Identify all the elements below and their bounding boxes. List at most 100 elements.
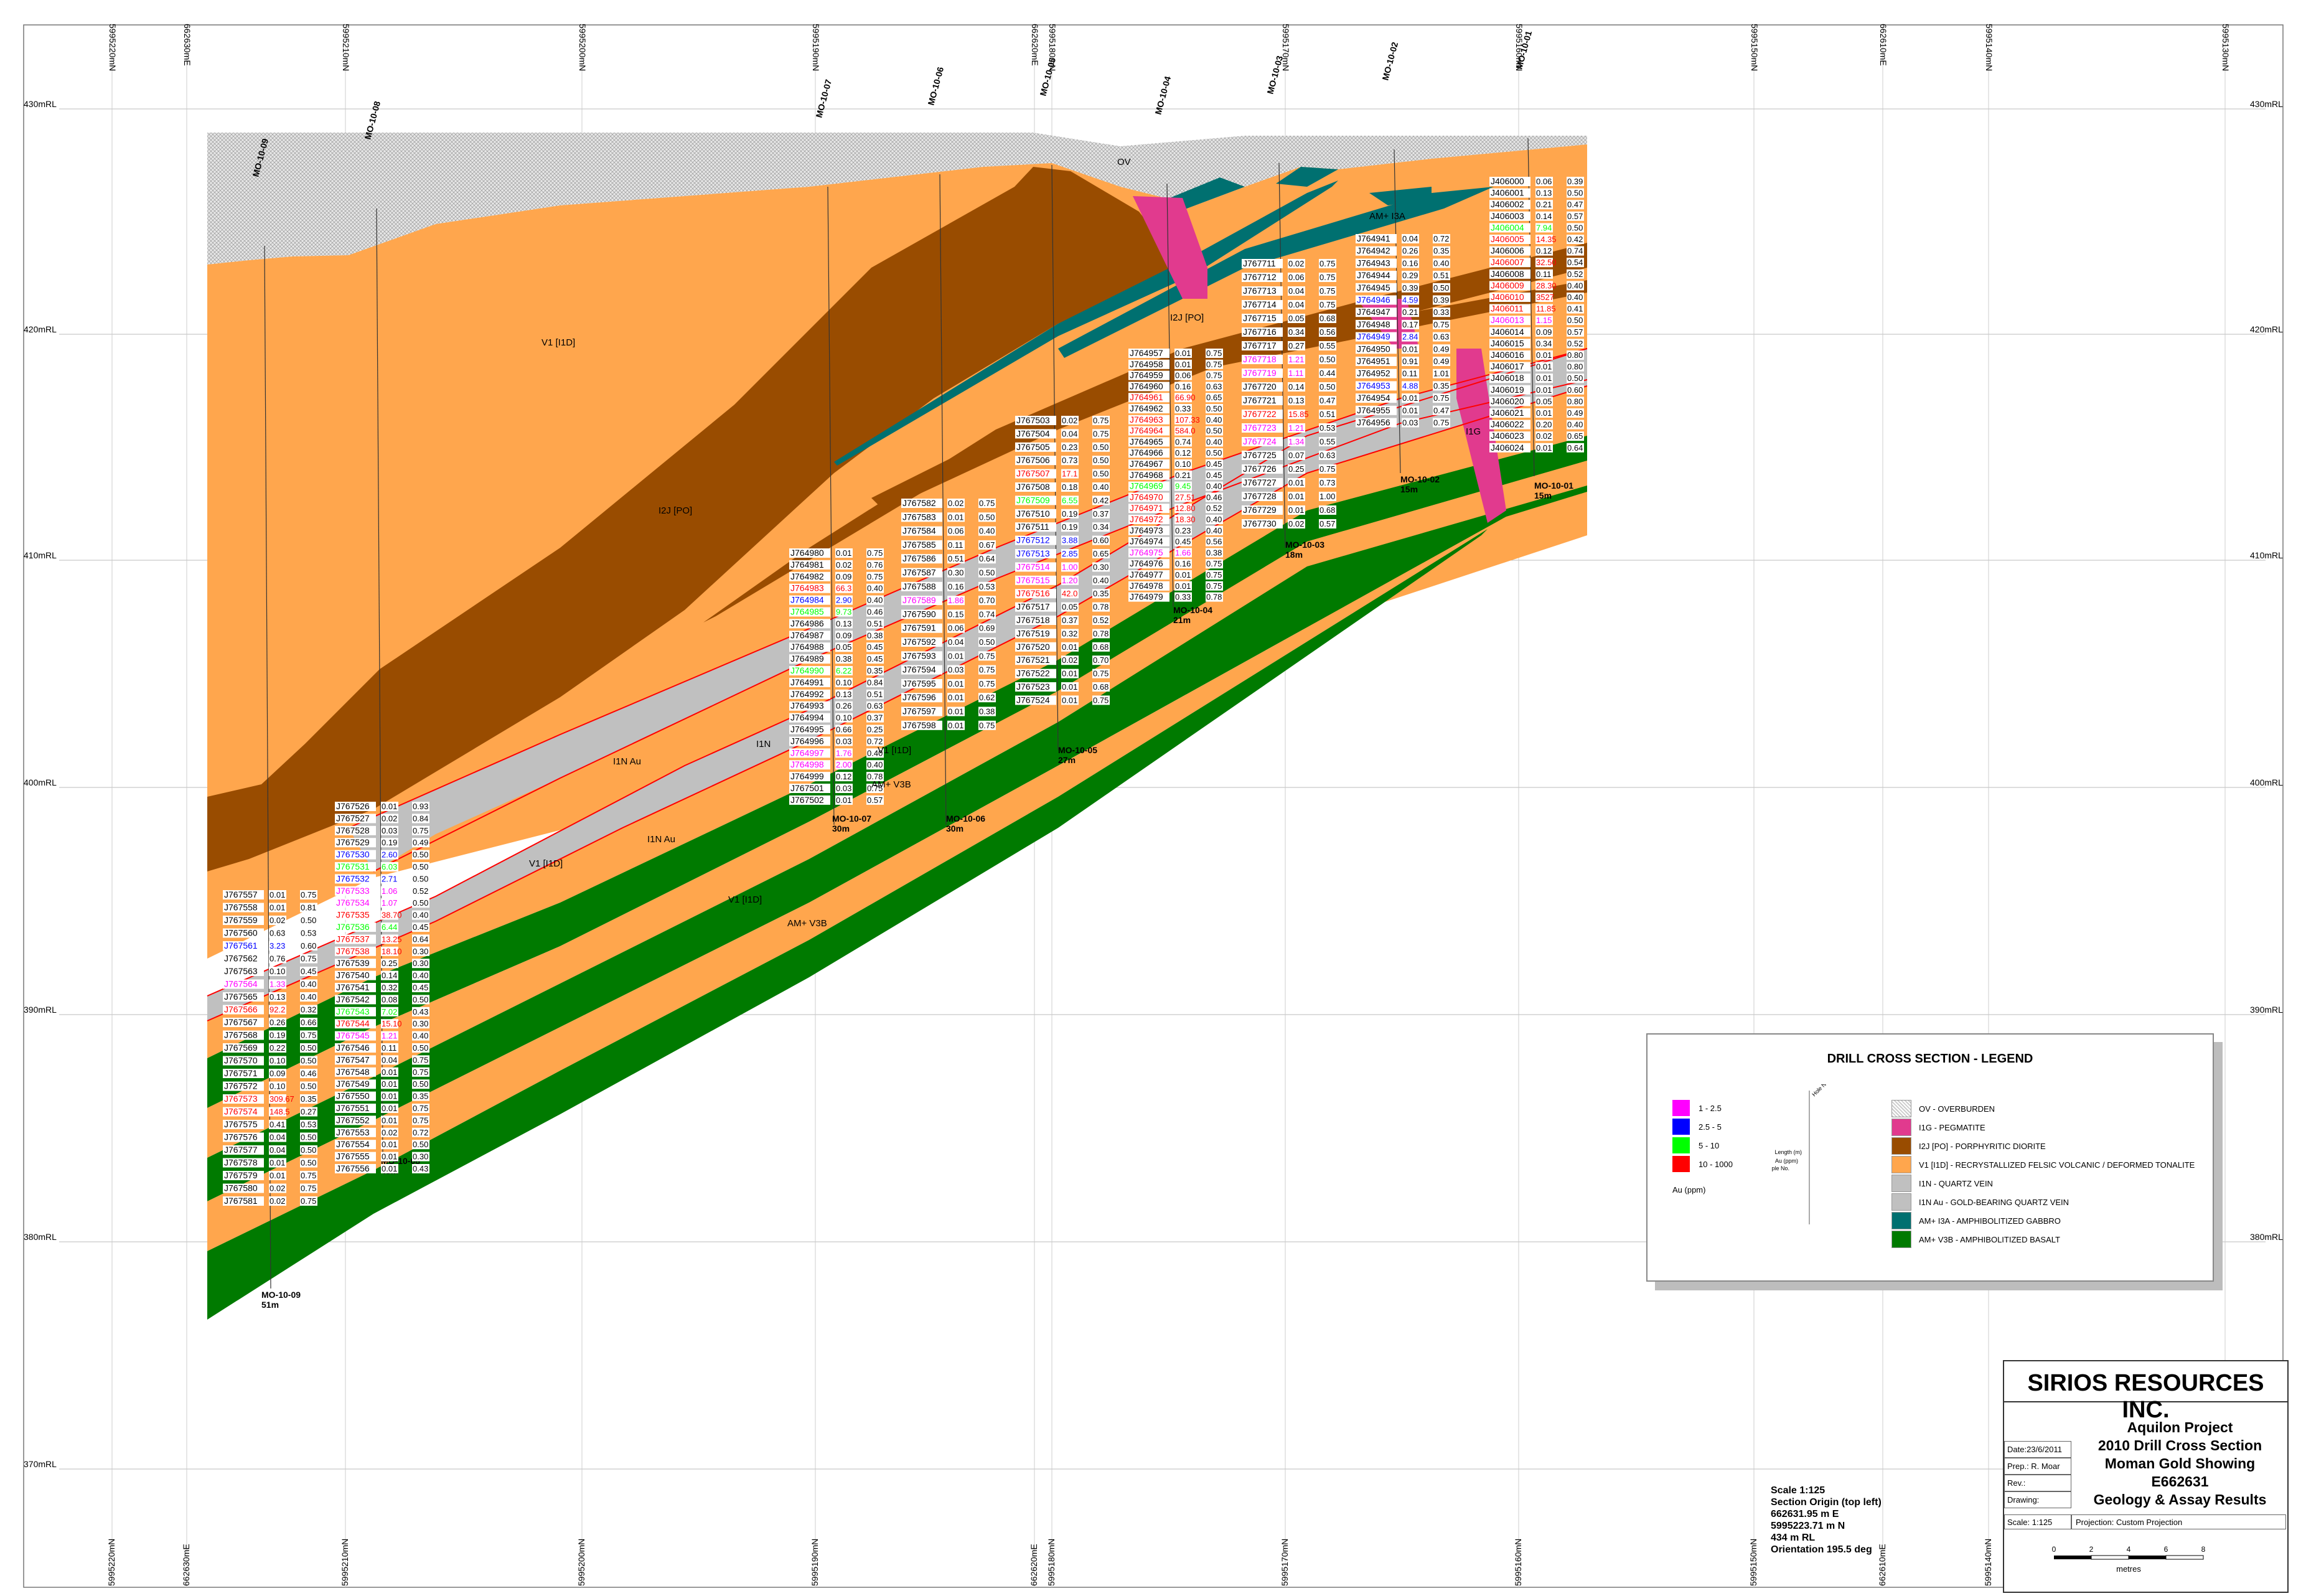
assay-length-bg — [1206, 481, 1223, 491]
assay-length-value: 0.81 — [301, 903, 316, 913]
assay-length-value: 0.69 — [979, 624, 995, 633]
assay-length-bg — [978, 637, 996, 647]
assay-length-bg — [866, 760, 884, 770]
assay-length-bg — [300, 903, 317, 913]
assay-au-bg — [381, 946, 398, 956]
assay-sample-id: J406011 — [1491, 304, 1524, 314]
assay-length-bg — [1092, 535, 1110, 545]
assay-sample-bg — [1356, 246, 1397, 256]
assay-length-value: 0.41 — [1567, 304, 1583, 314]
assay-sample-id: J406013 — [1491, 315, 1524, 325]
assay-length-value: 0.78 — [867, 772, 883, 781]
assay-au-bg — [1174, 349, 1192, 358]
assay-length-bg — [1092, 456, 1110, 466]
drillhole-depth-label: MO-10-05 — [1058, 745, 1097, 755]
assay-sample-id: J767721 — [1243, 395, 1277, 405]
assay-length-value: 0.50 — [1319, 355, 1335, 364]
assay-au-value: 0.12 — [1536, 246, 1552, 256]
assay-sample-id: J767522 — [1016, 669, 1050, 678]
assay-sample-id: J767565 — [224, 992, 258, 1002]
assay-length-bg — [300, 1069, 317, 1078]
assay-sample-id: J767504 — [1016, 428, 1050, 438]
coord-label-bottom: 5995150mN — [1748, 1539, 1758, 1586]
assay-sample-id: J764987 — [790, 630, 824, 640]
assay-length-value: 0.51 — [1433, 271, 1449, 280]
overburden-unit — [207, 133, 1587, 265]
assay-au-bg — [835, 725, 853, 735]
assay-length-bg — [1319, 478, 1336, 487]
assay-length-bg — [866, 607, 884, 617]
assay-sample-id: J406006 — [1491, 246, 1524, 256]
assay-au-bg — [381, 1031, 398, 1041]
drillhole-depth-label: MO-10-09 — [261, 1290, 301, 1300]
assay-length-bg — [1319, 437, 1336, 446]
assay-length-value: 1.01 — [1433, 369, 1449, 378]
diorite-band-2 — [871, 280, 1587, 510]
assay-au-bg — [1061, 549, 1079, 558]
assay-au-bg — [1402, 405, 1419, 415]
assay-au-bg — [1174, 404, 1192, 413]
assay-sample-bg — [1242, 368, 1283, 378]
assay-sample-bg — [1128, 592, 1169, 602]
assay-length-bg — [1206, 470, 1223, 480]
assay-au-value: 0.26 — [836, 702, 851, 711]
assay-au-bg — [1535, 350, 1553, 360]
assay-length-value: 0.75 — [979, 665, 995, 675]
assay-length-value: 0.55 — [1319, 341, 1335, 350]
assay-length-value: 0.75 — [1093, 695, 1108, 705]
assay-sample-id: J767719 — [1243, 368, 1277, 378]
assay-sample-id: J406003 — [1491, 211, 1524, 221]
assay-au-bg — [381, 1007, 398, 1016]
assay-length-value: 0.38 — [867, 631, 883, 640]
assay-au-bg — [269, 967, 286, 976]
assay-sample-bg — [789, 689, 830, 699]
assay-sample-id: J767726 — [1243, 464, 1277, 474]
assay-au-value: 0.04 — [1288, 286, 1304, 296]
assay-au-value: 0.01 — [836, 796, 851, 805]
assay-sample-bg — [1128, 382, 1169, 392]
basalt-unit-2 — [207, 486, 1587, 1201]
assay-sample-bg — [223, 954, 264, 964]
assay-au-value: 0.01 — [1175, 570, 1191, 580]
basalt-unit-3 — [207, 529, 1488, 1320]
assay-length-value: 0.75 — [1093, 416, 1108, 425]
unit-label: I1G — [1466, 426, 1481, 437]
assay-length-value: 0.75 — [1433, 393, 1449, 403]
assay-au-bg — [1402, 246, 1419, 256]
assay-length-bg — [1567, 304, 1584, 314]
assay-sample-id: J767556 — [336, 1163, 370, 1173]
assay-au-bg — [947, 512, 965, 522]
assay-sample-bg — [1015, 655, 1056, 665]
assay-au-value: 0.01 — [270, 903, 285, 913]
assay-length-bg — [1206, 581, 1223, 591]
coord-label-bottom: 5995220mN — [106, 1539, 116, 1586]
assay-length-bg — [1092, 695, 1110, 705]
tonalite-lower-unit — [207, 386, 1587, 1058]
assay-sample-bg — [223, 1183, 264, 1193]
assay-sample-bg — [335, 802, 376, 811]
coord-label-top: 5995200mN — [578, 24, 588, 71]
assay-au-bg — [1288, 286, 1305, 296]
assay-au-bg — [1402, 319, 1419, 329]
unit-label: I1N — [756, 739, 771, 749]
assay-au-bg — [269, 903, 286, 913]
assay-au-value: 11.85 — [1536, 304, 1556, 314]
assay-au-bg — [269, 1069, 286, 1078]
assay-au-value: 4.88 — [1402, 381, 1418, 390]
assay-length-value: 0.75 — [413, 1055, 428, 1064]
assay-sample-id: J767512 — [1016, 535, 1050, 545]
assay-sample-id: J767515 — [1016, 575, 1050, 585]
assay-sample-id: J767550 — [336, 1091, 370, 1101]
assay-length-bg — [978, 499, 996, 508]
assay-au-bg — [835, 642, 853, 652]
rl-label-right: 390mRL — [2250, 1005, 2283, 1015]
assay-sample-bg — [223, 1107, 264, 1117]
assay-au-bg — [1402, 344, 1419, 354]
assay-au-value: 0.01 — [948, 693, 963, 702]
assay-length-value: 0.53 — [1319, 423, 1335, 433]
assay-length-value: 0.30 — [413, 1019, 428, 1028]
assay-au-value: 0.22 — [270, 1043, 285, 1053]
assay-sample-id: J406015 — [1491, 338, 1524, 348]
assay-au-value: 0.09 — [836, 631, 851, 640]
